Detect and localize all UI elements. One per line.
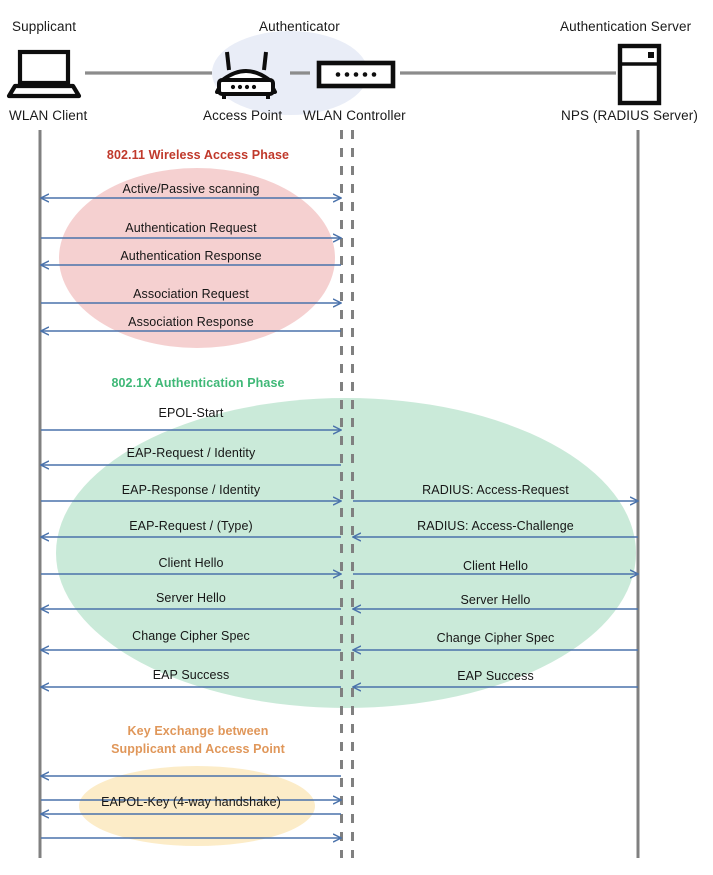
- server-rack-icon: [617, 43, 662, 106]
- wireless-router-icon: [215, 51, 277, 99]
- msg-label-client-hello-left: Client Hello: [158, 556, 224, 570]
- msg-label-authentication-request: Authentication Request: [125, 221, 257, 235]
- actor-device-nps-radius-server: NPS (RADIUS Server): [561, 108, 698, 123]
- msg-label-radius-access-request: RADIUS: Access-Request: [422, 483, 569, 497]
- phase-ellipse-keyexchange: [79, 766, 315, 846]
- actor-device-wlan-controller: WLAN Controller: [303, 108, 406, 123]
- phase-label-wireless-access: 802.11 Wireless Access Phase: [106, 148, 290, 162]
- actor-role-supplicant: Supplicant: [12, 19, 77, 34]
- phase-ellipse-dot1x: [56, 398, 636, 708]
- actor-role-authentication-server: Authentication Server: [560, 19, 692, 34]
- msg-label-server-hello-left: Server Hello: [156, 591, 226, 605]
- phase-label-dot1x-auth: 802.1X Authentication Phase: [111, 376, 285, 390]
- msg-label-eap-request-identity: EAP-Request / Identity: [126, 446, 256, 460]
- msg-label-client-hello-right: Client Hello: [462, 559, 529, 573]
- msg-label-eapol-key-4way-handshake: EAPOL-Key (4-way handshake): [101, 795, 281, 809]
- actor-role-authenticator: Authenticator: [259, 19, 340, 34]
- msg-label-association-request: Association Request: [133, 287, 249, 301]
- msg-label-eap-request-type: EAP-Request / (Type): [129, 519, 253, 533]
- msg-label-authentication-response: Authentication Response: [120, 249, 262, 263]
- phase-label-key-exchange-line1: Key Exchange between: [127, 724, 269, 738]
- phase-label-key-exchange-line2: Supplicant and Access Point: [111, 742, 285, 756]
- msg-label-association-response: Association Response: [128, 315, 254, 329]
- actor-device-wlan-client: WLAN Client: [9, 108, 88, 123]
- msg-label-active-passive-scanning: Active/Passive scanning: [122, 182, 260, 196]
- msg-label-radius-access-challenge: RADIUS: Access-Challenge: [417, 519, 574, 533]
- actor-device-access-point: Access Point: [203, 108, 283, 123]
- msg-label-eap-response-identity: EAP-Response / Identity: [121, 483, 261, 497]
- msg-label-eapol-start: EPOL-Start: [158, 406, 224, 420]
- msg-label-change-cipher-spec-left: Change Cipher Spec: [132, 629, 250, 643]
- controller-icon: [316, 60, 396, 89]
- msg-label-eap-success-right: EAP Success: [457, 669, 534, 683]
- laptop-icon: [6, 49, 82, 99]
- msg-label-eap-success-left: EAP Success: [152, 668, 230, 682]
- msg-label-change-cipher-spec-right: Change Cipher Spec: [436, 631, 555, 645]
- msg-label-server-hello-right: Server Hello: [460, 593, 531, 607]
